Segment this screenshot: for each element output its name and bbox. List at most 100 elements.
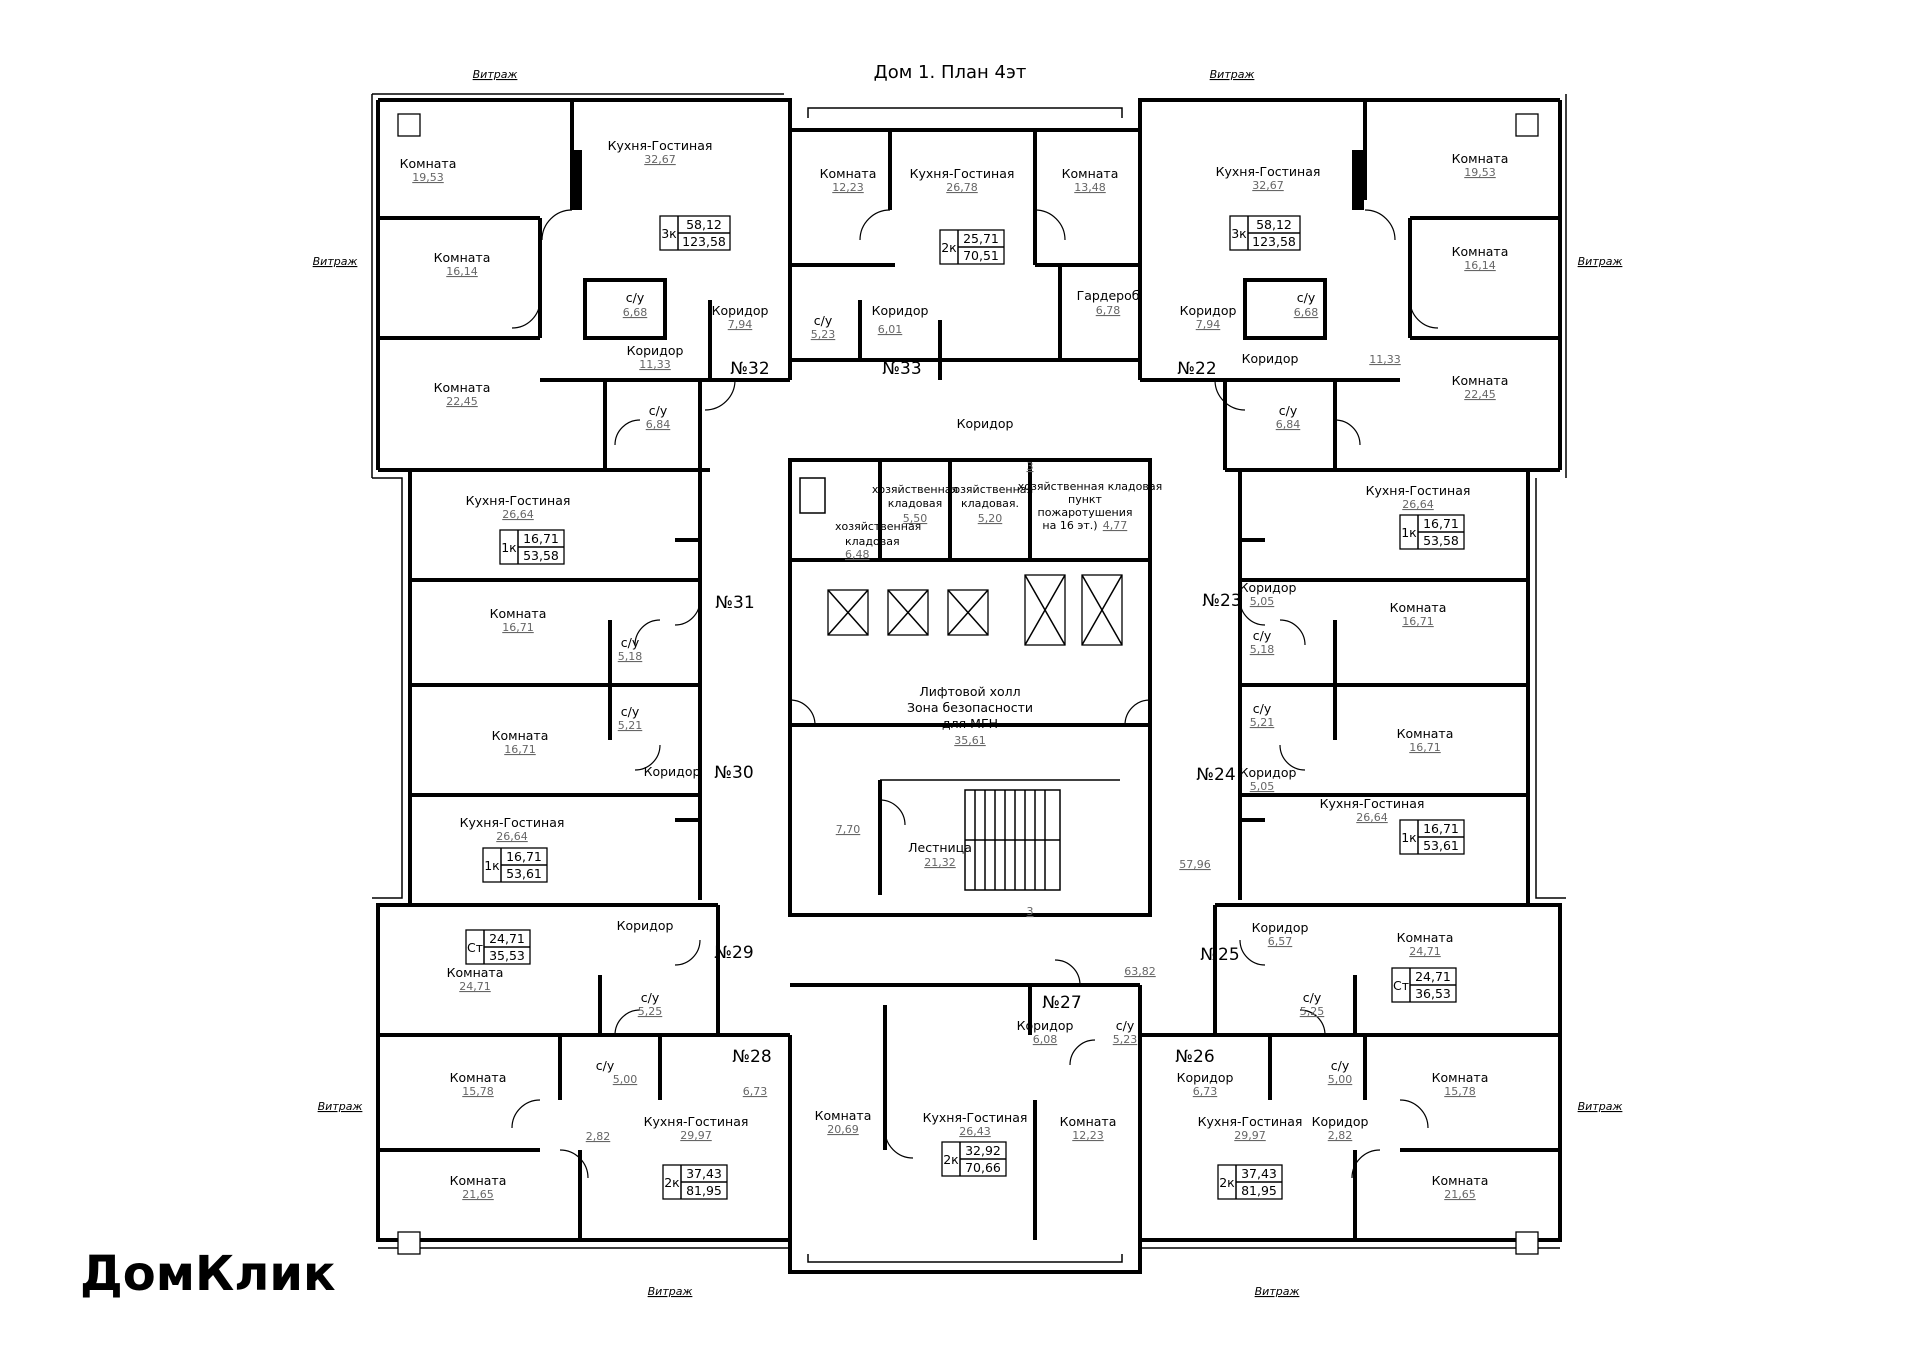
- room-label: Коридор: [627, 343, 684, 358]
- room-label: с/у: [641, 990, 660, 1005]
- badge-total: 53,58: [523, 548, 559, 563]
- storage-label: кладовая.: [961, 497, 1019, 510]
- room-label: Кухня-Гостиная: [1366, 483, 1471, 498]
- room-label: Коридор: [1177, 1070, 1234, 1085]
- vitrazh-label: Витраж: [1578, 1100, 1623, 1113]
- room-label: Коридор: [1017, 1018, 1074, 1033]
- room-area: 6,84: [646, 418, 671, 431]
- badge-living: 32,92: [965, 1143, 1001, 1158]
- area-badge: 3к 58,12 123,58: [1229, 215, 1301, 251]
- room-area: 2,82: [1328, 1129, 1353, 1142]
- room-label: Комната: [400, 156, 457, 171]
- storage-label: кладовая: [845, 535, 900, 548]
- room-label: Комната: [1062, 166, 1119, 181]
- room-area: 29,97: [680, 1129, 712, 1142]
- storage-label: хозяйственная: [872, 483, 958, 496]
- room-area: 15,78: [1444, 1085, 1476, 1098]
- room-area: 5,05: [1250, 595, 1275, 608]
- area-badge: 3к 58,12 123,58: [659, 215, 731, 251]
- room-label: Комната: [447, 965, 504, 980]
- room-area: 5,00: [613, 1073, 638, 1086]
- room-label: Коридор: [1242, 351, 1299, 366]
- room-label: с/у: [1297, 290, 1316, 305]
- vitrazh-label: Витраж: [1578, 255, 1623, 268]
- area-badge: 2к 37,43 81,95: [1217, 1164, 1283, 1200]
- badge-living: 58,12: [1256, 217, 1292, 232]
- room-area: 5,23: [1113, 1033, 1138, 1046]
- badge-total: 36,53: [1415, 986, 1451, 1001]
- room-label: Коридор: [1252, 920, 1309, 935]
- area-badge: 2к 32,92 70,66: [941, 1141, 1007, 1177]
- badge-total: 70,66: [965, 1160, 1001, 1175]
- room-label: Коридор: [1180, 303, 1237, 318]
- badge-type: 2к: [941, 240, 957, 255]
- room-area: 26,78: [946, 181, 978, 194]
- corridor-area: 63,82: [1124, 965, 1156, 978]
- badge-total: 53,61: [1423, 838, 1459, 853]
- room-area: 20,69: [827, 1123, 859, 1136]
- apartment-number: №29: [714, 943, 753, 963]
- room-area: 6,57: [1268, 935, 1293, 948]
- room-area: 6,73: [743, 1085, 768, 1098]
- room-label: Комната: [1432, 1173, 1489, 1188]
- badge-total: 123,58: [1252, 234, 1296, 249]
- area-badge: 1к 16,71 53,61: [1399, 819, 1465, 855]
- room-area: 5,21: [618, 719, 643, 732]
- interior-walls: [378, 100, 1560, 1240]
- badge-type: 2к: [943, 1152, 959, 1167]
- room-area: 26,43: [959, 1125, 991, 1138]
- badge-type: 2к: [664, 1175, 680, 1190]
- room-label: Комната: [1390, 600, 1447, 615]
- room-area: 21,65: [462, 1188, 494, 1201]
- badge-total: 70,51: [963, 248, 999, 263]
- room-area: 24,71: [1409, 945, 1441, 958]
- room-area: 5,23: [811, 328, 836, 341]
- room-area: 7,94: [1196, 318, 1221, 331]
- room-area: 26,64: [1402, 498, 1434, 511]
- apartment-number: №27: [1042, 993, 1081, 1013]
- apartment-number: №31: [715, 593, 754, 613]
- apartment-number: №26: [1175, 1047, 1214, 1067]
- badge-type: 1к: [1401, 830, 1417, 845]
- apartment-number: №30: [714, 763, 753, 783]
- vitrazh-label: Витраж: [313, 255, 358, 268]
- room-area: 6,68: [1294, 306, 1319, 319]
- room-area: 6,78: [1096, 304, 1121, 317]
- room-area: 16,71: [504, 743, 536, 756]
- lift-hall-label: для МГН: [942, 716, 998, 731]
- room-area: 16,71: [502, 621, 534, 634]
- room-area: 19,53: [1464, 166, 1496, 179]
- room-area: 26,64: [496, 830, 528, 843]
- door-swings: [511, 209, 1439, 1179]
- room-area: 16,71: [1402, 615, 1434, 628]
- room-area: 24,71: [459, 980, 491, 993]
- room-area: 6,68: [623, 306, 648, 319]
- room-area: 11,33: [639, 358, 671, 371]
- storage-label: хозяйственная: [835, 520, 921, 533]
- watermark: ДомКлик: [80, 1246, 336, 1302]
- badge-living: 24,71: [489, 931, 525, 946]
- room-area: 7,94: [728, 318, 753, 331]
- room-label: с/у: [649, 403, 668, 418]
- room-label: Коридор: [712, 303, 769, 318]
- room-area: 21,65: [1444, 1188, 1476, 1201]
- room-label: Кухня-Гостиная: [644, 1114, 749, 1129]
- apartment-number: №28: [732, 1047, 771, 1067]
- badge-living: 16,71: [1423, 516, 1459, 531]
- badge-type: 1к: [1401, 525, 1417, 540]
- stair-label: Лестница: [908, 840, 972, 855]
- room-area: 5,25: [638, 1005, 663, 1018]
- storage-area: 6,48: [845, 548, 870, 561]
- room-area: 22,45: [1464, 388, 1496, 401]
- stair-area: 21,32: [924, 856, 956, 869]
- room-area: 16,71: [1409, 741, 1441, 754]
- badge-type: Ст: [467, 940, 483, 955]
- storage-label: кладовая: [888, 497, 943, 510]
- room-label: с/у: [621, 635, 640, 650]
- vitrazh-label: Витраж: [648, 1285, 693, 1298]
- badge-total: 81,95: [1241, 1183, 1277, 1198]
- apartment-number: №32: [730, 359, 769, 379]
- lift-hall-label: Лифтовой холл: [919, 684, 1020, 699]
- room-label: Комната: [1397, 930, 1454, 945]
